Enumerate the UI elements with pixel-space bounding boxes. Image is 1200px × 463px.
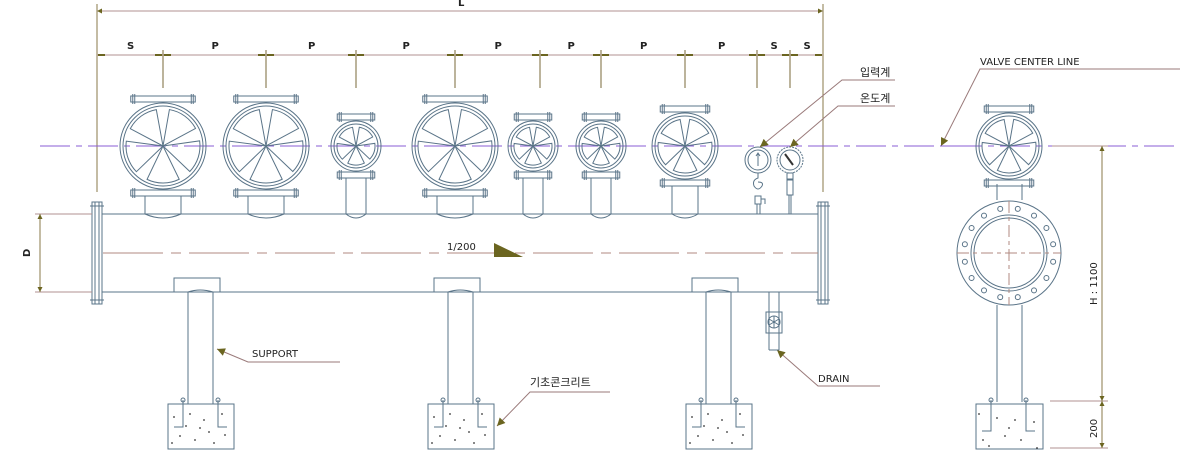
pipe-support — [167, 277, 235, 450]
spacing-label: S — [127, 41, 134, 52]
spacing-label: S — [804, 41, 811, 52]
bolt-hole — [1014, 205, 1021, 212]
gate-valve — [651, 104, 719, 219]
bolt-hole — [961, 241, 968, 248]
bolt-hole — [968, 275, 975, 282]
bolt-hole — [1050, 241, 1057, 248]
left-flange — [91, 201, 103, 305]
bolt-hole — [997, 294, 1004, 301]
foundation-concrete — [167, 403, 235, 450]
pipe-support — [685, 277, 753, 450]
spacing-label: P — [640, 41, 647, 52]
gate-valve — [975, 104, 1043, 188]
spacing-label: P — [308, 41, 315, 52]
height-dimension — [1050, 146, 1108, 449]
foundation-concrete — [427, 403, 495, 450]
side-foundation — [975, 397, 1044, 450]
base-height-label: 200 — [1089, 419, 1100, 438]
support-label: SUPPORT — [252, 349, 299, 360]
bolt-hole — [1043, 224, 1050, 231]
gate-valve — [119, 94, 207, 219]
bolt-hole — [1031, 287, 1038, 294]
bolt-hole — [1043, 275, 1050, 282]
valve-center-line-label: VALVE CENTER LINE — [980, 57, 1080, 68]
spacing-label: P — [568, 41, 575, 52]
bolt-hole — [980, 287, 987, 294]
dim-label-D: D — [22, 249, 33, 257]
bolt-hole — [968, 224, 975, 231]
spacing-label: P — [403, 41, 410, 52]
gate-valve — [575, 112, 627, 219]
foundation-label: 기초콘크리트 — [530, 376, 591, 389]
gate-valve — [222, 94, 310, 219]
gate-valve — [507, 112, 559, 219]
bolt-hole — [997, 205, 1004, 212]
slope-triangle-icon — [494, 243, 523, 257]
spacing-label: P — [718, 41, 725, 52]
spacing-label: P — [495, 41, 502, 52]
thermometer — [776, 146, 804, 214]
right-flange — [817, 201, 829, 305]
dim-label-L: L — [458, 0, 465, 9]
valves — [119, 94, 719, 219]
side-view — [940, 104, 1108, 402]
spacing-label: S — [771, 41, 778, 52]
bolt-hole — [1031, 212, 1038, 219]
bolt-hole — [1050, 258, 1057, 265]
height-label: H : 1100 — [1089, 262, 1100, 305]
foundation-concrete — [685, 403, 753, 450]
pressure-gauge-label: 입력계 — [860, 66, 890, 79]
bolt-hole — [980, 212, 987, 219]
gate-valve — [411, 94, 499, 219]
callout-leaders — [216, 68, 1180, 427]
pipe-support — [427, 277, 495, 450]
thermometer-label: 온도계 — [860, 92, 890, 105]
pressure-gauge — [744, 146, 772, 214]
spacing-label: P — [212, 41, 219, 52]
dimension-lines — [96, 4, 824, 192]
drain-assembly — [765, 292, 783, 351]
diameter-dimension — [35, 213, 92, 293]
drain-label: DRAIN — [818, 374, 850, 385]
slope-label: 1/200 — [447, 242, 476, 253]
gate-valve — [330, 112, 382, 219]
bolt-hole — [1014, 294, 1021, 301]
bolt-hole — [961, 258, 968, 265]
supports — [167, 277, 1044, 450]
